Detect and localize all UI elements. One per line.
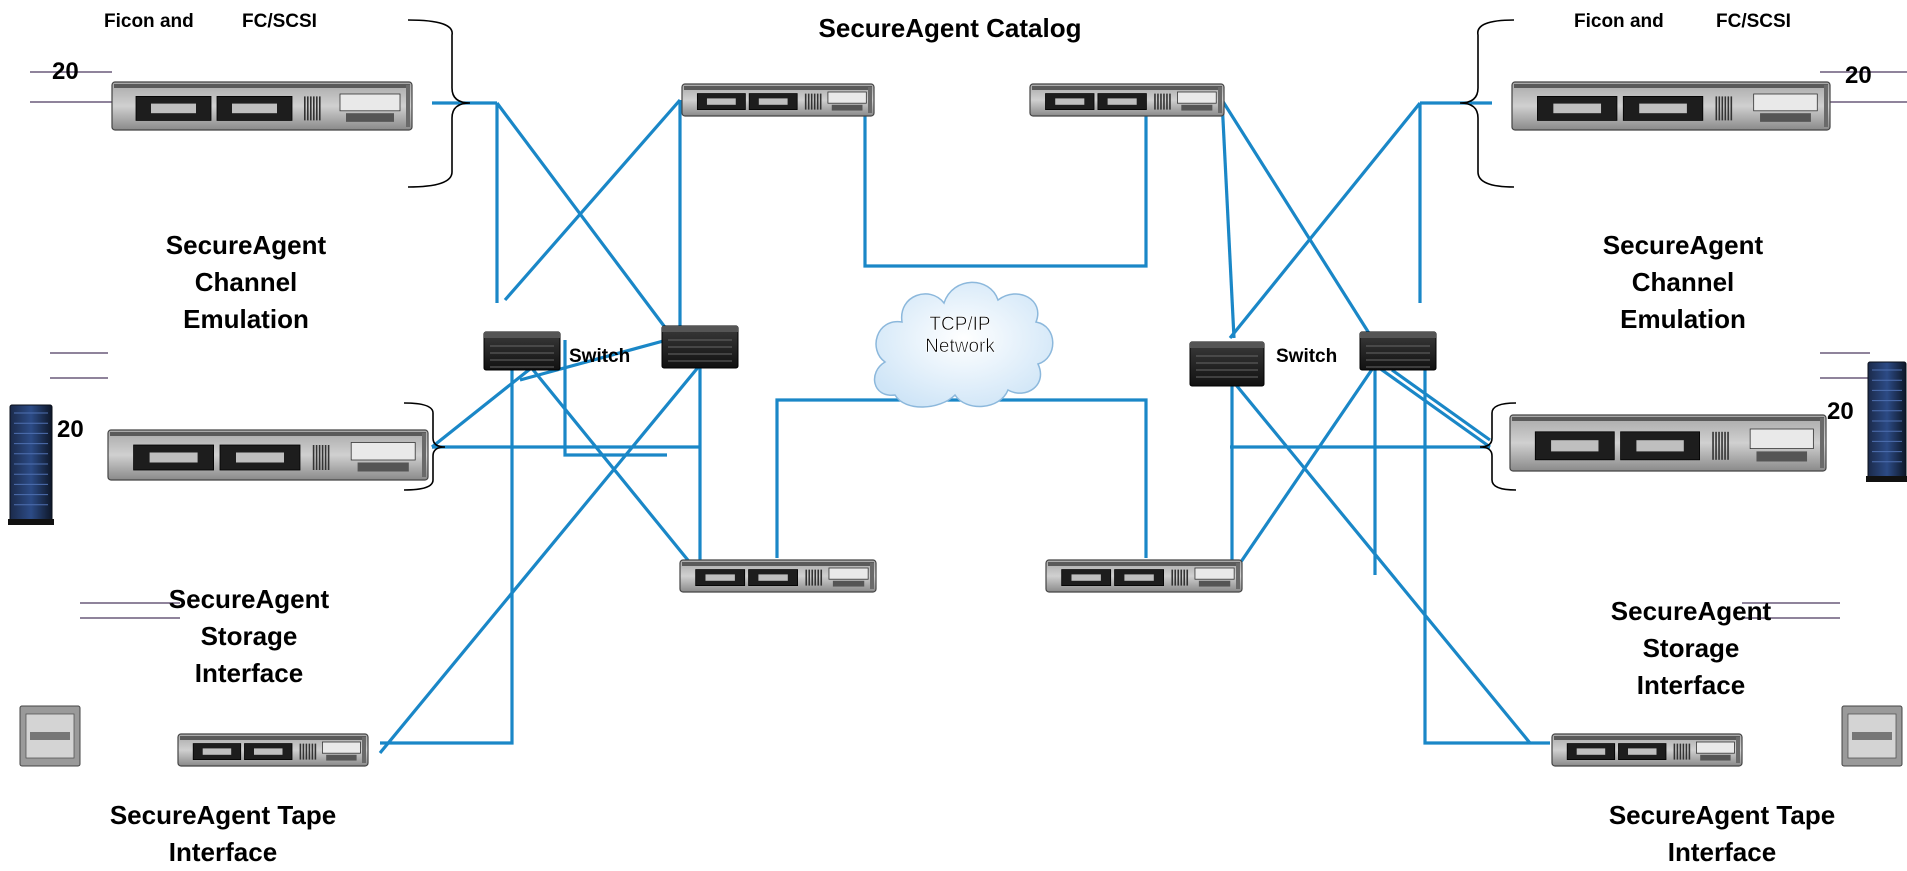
right-channel-emulation-line3: Emulation: [1620, 304, 1746, 334]
left-storage-interface-line3: Interface: [194, 658, 304, 688]
right-tape-interface-line1: SecureAgent Tape: [1608, 800, 1836, 830]
right-mid-count: 20: [1827, 398, 1854, 425]
right-tape-interface-line2: Interface: [1667, 837, 1777, 867]
catalog-server-right: [1029, 83, 1225, 117]
storage-server-left: [679, 559, 877, 593]
right-tape-drive: [1841, 705, 1903, 767]
left-tape-interface-line2: Interface: [168, 837, 278, 867]
right-switch-a: [1189, 341, 1265, 387]
storage-server-right: [1045, 559, 1243, 593]
left-storage-interface-line1: SecureAgent: [168, 584, 330, 614]
fibre-links: [378, 98, 1550, 755]
left-channel-server-top: [111, 81, 413, 131]
right-storage-interface-line3: Interface: [1636, 670, 1746, 700]
left-channel-emulation-line1: SecureAgent: [165, 230, 327, 260]
left-storage-interface-line2: Storage: [200, 621, 298, 651]
devices-layer: [8, 81, 1907, 767]
network-label-line1: TCP/IP: [929, 314, 990, 335]
right-switch-label: Switch: [1276, 346, 1338, 367]
left-channel-server-mid: [107, 429, 429, 481]
catalog-title: SecureAgent Catalog: [818, 13, 1082, 43]
right-protocol-b-label: FC/SCSI: [1716, 11, 1791, 32]
right-storage-interface-line1: SecureAgent: [1610, 596, 1772, 626]
right-storage-interface-line2: Storage: [1642, 633, 1740, 663]
right-tape-interface-label: SecureAgent Tape Interface: [1557, 797, 1887, 871]
right-channel-server-top: [1511, 81, 1831, 131]
left-channel-emulation-line3: Emulation: [183, 304, 309, 334]
left-switch-label: Switch: [569, 346, 631, 367]
left-tape-interface-line1: SecureAgent Tape: [109, 800, 337, 830]
left-switch-a: [483, 331, 561, 371]
right-protocol-a-label: Ficon and: [1574, 11, 1664, 32]
left-tape-interface-label: SecureAgent Tape Interface: [58, 797, 388, 871]
left-protocol-b-label: FC/SCSI: [242, 11, 317, 32]
right-top-count: 20: [1845, 62, 1872, 89]
right-mainframe-tower: [1866, 361, 1907, 482]
left-channel-emulation-line2: Channel: [194, 267, 298, 297]
left-top-count: 20: [52, 58, 79, 85]
left-channel-emulation-label: SecureAgent Channel Emulation: [96, 227, 396, 338]
grouping-brackets: [403, 19, 1517, 491]
left-mid-count: 20: [57, 416, 84, 443]
right-channel-emulation-line2: Channel: [1631, 267, 1735, 297]
catalog-server-left: [681, 83, 875, 117]
host-connection-lines: [30, 71, 1907, 619]
left-tape-server: [177, 733, 369, 767]
right-channel-emulation-line1: SecureAgent: [1602, 230, 1764, 260]
left-switch-b: [661, 325, 739, 369]
left-mainframe-tower: [8, 404, 54, 525]
right-tape-server: [1551, 733, 1743, 767]
right-channel-server-mid: [1509, 414, 1827, 472]
right-switch-b: [1359, 331, 1437, 371]
left-tape-drive: [19, 705, 81, 767]
left-protocol-a-label: Ficon and: [104, 11, 194, 32]
network-label-line2: Network: [925, 336, 995, 357]
right-storage-interface-label: SecureAgent Storage Interface: [1541, 593, 1841, 704]
tcpip-network-cloud: TCP/IP Network: [873, 281, 1054, 408]
right-channel-emulation-label: SecureAgent Channel Emulation: [1533, 227, 1833, 338]
left-storage-interface-label: SecureAgent Storage Interface: [99, 581, 399, 692]
